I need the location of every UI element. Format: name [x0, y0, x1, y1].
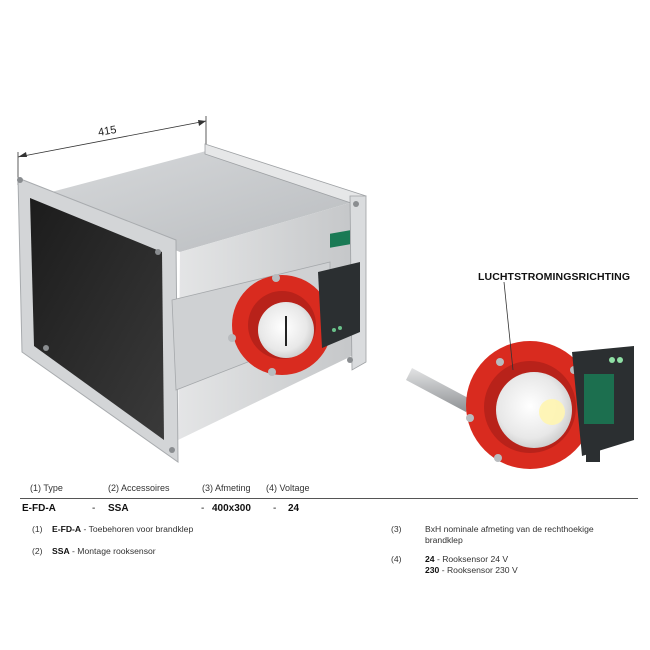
note-number: (3) — [391, 524, 402, 534]
note-code: SSA — [52, 546, 70, 556]
note-text: BxH nominale afmeting van de rechthoekig… — [425, 524, 594, 534]
code-separator: - — [201, 503, 205, 514]
note-text: brandklep — [425, 535, 463, 545]
header-voltage: (4) Voltage — [266, 483, 310, 493]
smoke-sensor-mounted — [228, 230, 360, 376]
note-type: E-FD-A - Toebehoren voor brandklep — [52, 524, 193, 535]
code-size: 400x300 — [212, 503, 251, 514]
note-text: - Rooksensor 24 V — [434, 554, 509, 564]
note-text: - Toebehoren voor brandklep — [81, 524, 194, 534]
smoke-sensor-detail — [406, 341, 634, 469]
note-number: (4) — [391, 554, 402, 564]
code-voltage: 24 — [288, 503, 300, 514]
dimension-label: 415 — [97, 124, 117, 139]
note-text: - Montage rooksensor — [69, 546, 156, 556]
code-accessory: SSA — [108, 503, 129, 514]
dimension-line — [17, 116, 207, 185]
airflow-pointer — [503, 281, 514, 371]
header-accessories: (2) Accessoires — [108, 483, 170, 493]
note-code: 24 — [425, 554, 435, 564]
note-text: - Rooksensor 230 V — [439, 565, 518, 575]
header-size: (3) Afmeting — [202, 483, 251, 493]
note-number: (1) — [32, 524, 43, 534]
code-type: E-FD-A — [22, 503, 56, 514]
note-voltage: 24 - Rooksensor 24 V 230 - Rooksensor 23… — [425, 554, 518, 576]
product-illustration: 415 — [17, 116, 634, 469]
code-separator: - — [273, 503, 277, 514]
code-separator: - — [92, 503, 96, 514]
header-type: (1) Type — [30, 483, 63, 493]
note-size: BxH nominale afmeting van de rechthoekig… — [425, 524, 594, 546]
airflow-direction-label: LUCHTSTROMINGSRICHTING — [478, 271, 631, 283]
note-code: E-FD-A — [52, 524, 82, 534]
note-code: 230 — [425, 565, 440, 575]
note-accessory: SSA - Montage rooksensor — [52, 546, 156, 557]
header-divider — [20, 498, 638, 499]
note-number: (2) — [32, 546, 43, 556]
